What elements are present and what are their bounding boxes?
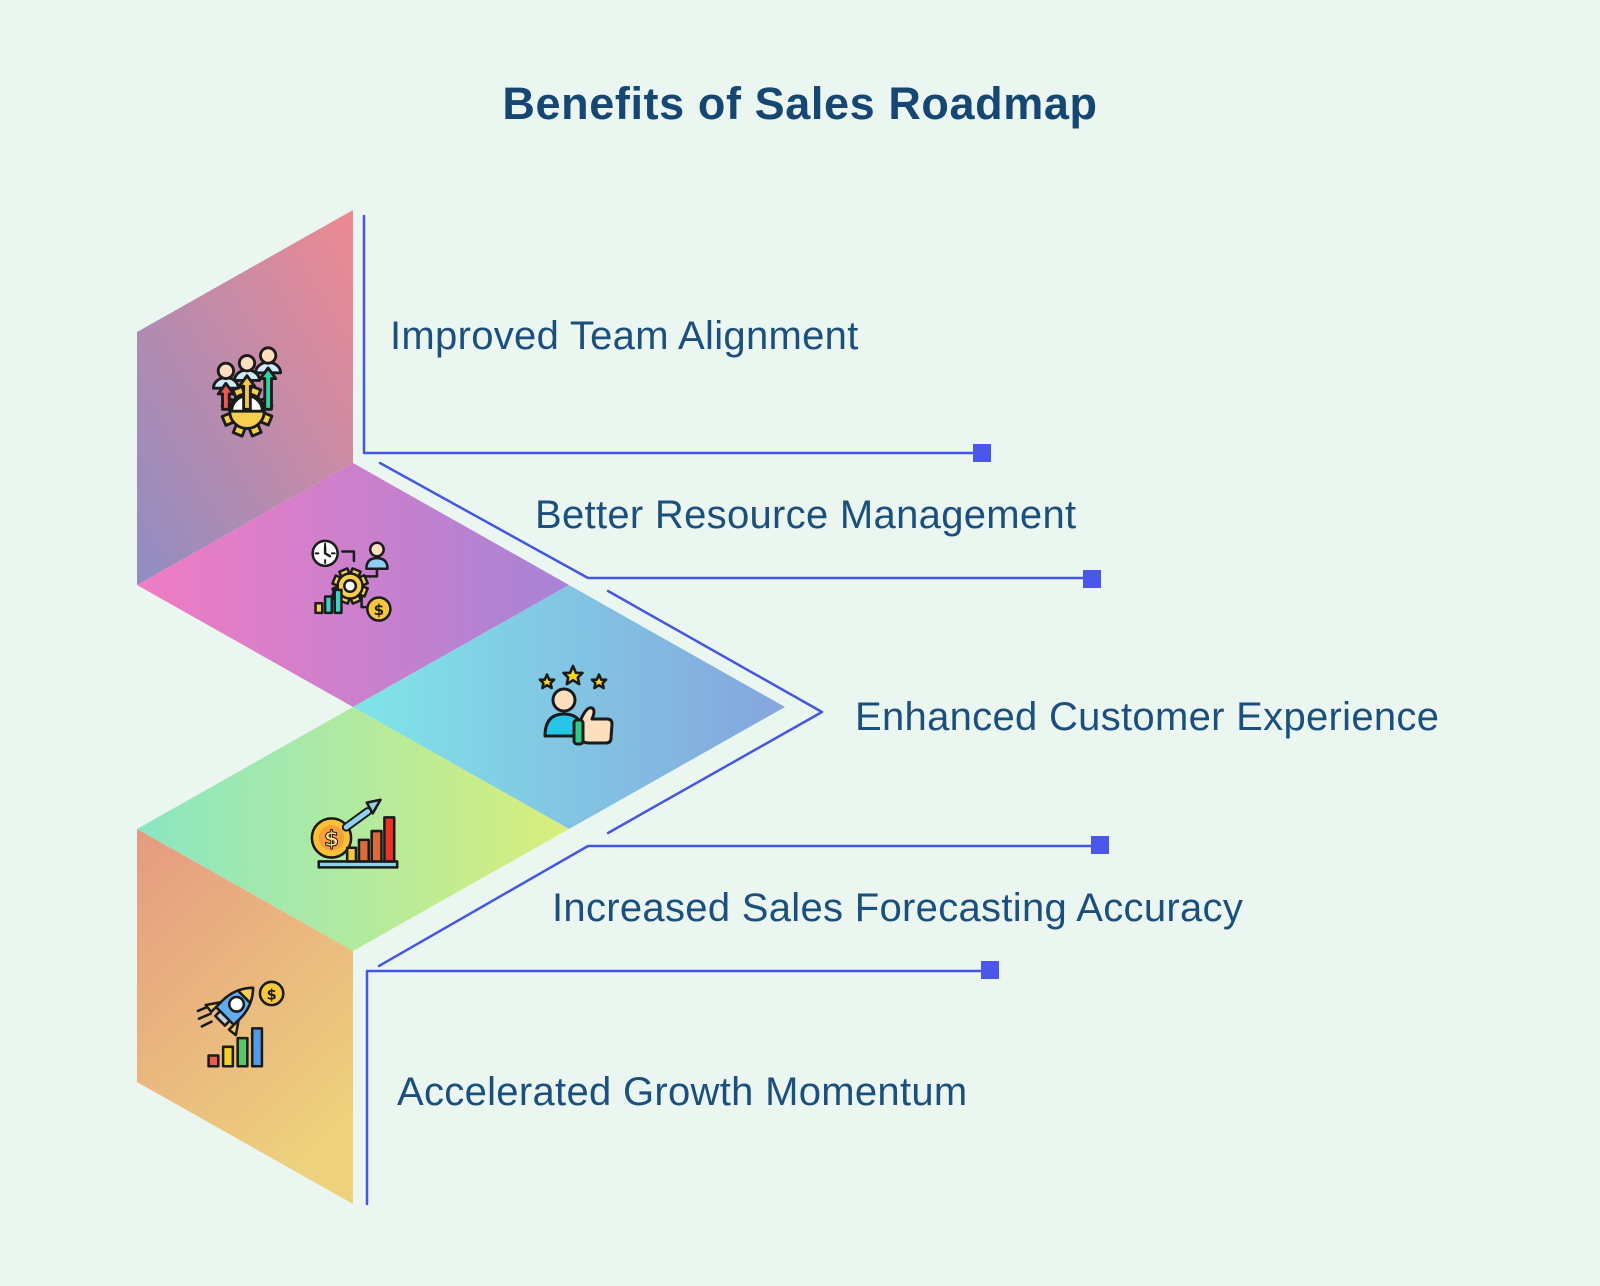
customer-experience-icon	[538, 664, 614, 746]
connector-endpoint-5	[981, 961, 999, 979]
svg-text:$: $	[324, 827, 339, 852]
svg-text:$: $	[267, 986, 277, 1003]
benefit-label-1: Improved Team Alignment	[390, 314, 859, 358]
connector-line-5	[365, 969, 983, 1206]
benefit-label-3: Enhanced Customer Experience	[855, 695, 1440, 739]
connector-endpoint-1	[973, 444, 991, 462]
benefit-label-5: Accelerated Growth Momentum	[397, 1070, 968, 1114]
svg-text:$: $	[374, 601, 385, 619]
resource-management-icon: $	[311, 539, 392, 622]
connector-line-2	[378, 461, 1085, 580]
page-title: Benefits of Sales Roadmap	[502, 78, 1098, 129]
growth-momentum-icon: $	[196, 980, 285, 1068]
team-alignment-icon	[211, 346, 283, 438]
connector-line-1	[362, 214, 975, 455]
connector-line-4	[377, 844, 1093, 968]
sales-forecasting-icon: $	[310, 798, 399, 869]
connector-endpoint-4	[1091, 836, 1109, 854]
connector-endpoint-2	[1083, 570, 1101, 588]
connector-line-3	[606, 589, 824, 835]
benefit-label-2: Better Resource Management	[535, 493, 1077, 537]
diamond-shape-5	[137, 829, 353, 1204]
benefit-label-4: Increased Sales Forecasting Accuracy	[552, 886, 1244, 930]
